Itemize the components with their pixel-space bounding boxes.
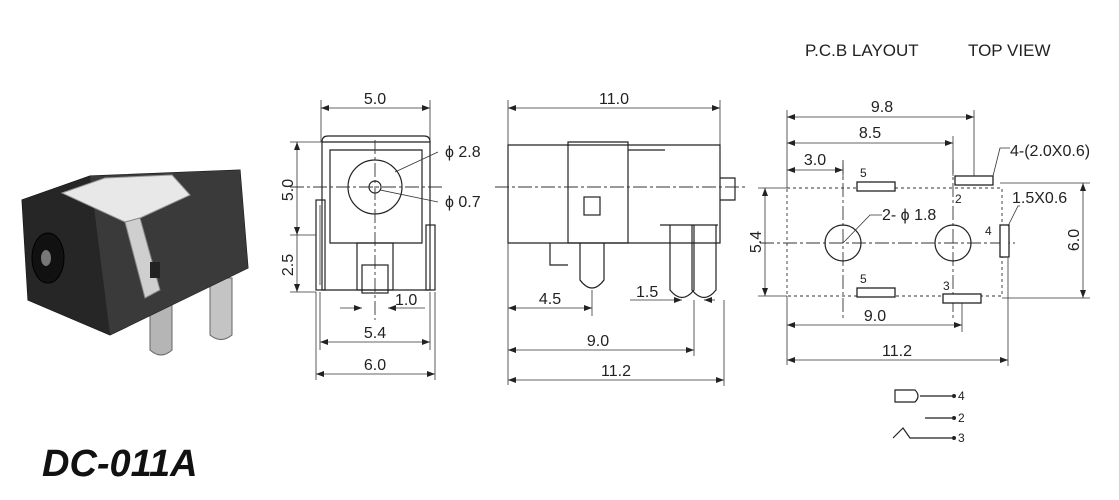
label-hole-outer: ϕ 2.8 (445, 144, 481, 161)
dim-pcb-height-right: 6.0 (1066, 229, 1083, 251)
label-pad-spec: 1.5X0.6 (1012, 190, 1067, 207)
pcb-slot-5-bottom (856, 287, 896, 298)
product-illustration (21, 169, 249, 356)
heading-top-view: TOP VIEW (968, 41, 1051, 60)
pcb-layout: P.C.B LAYOUT TOP VIEW 5 2 4 5 3 9.8 8.5 (748, 41, 1090, 366)
dim-front-width-top: 5.0 (364, 91, 386, 108)
socket-center-pin (41, 250, 51, 266)
pin-label-5-top: 5 (860, 166, 867, 180)
pin-label-2: 2 (955, 192, 962, 206)
schematic-pin-3: 3 (958, 431, 965, 445)
pcb-slot-5-top (856, 181, 896, 192)
dim-pcb-3-0: 3.0 (804, 152, 826, 169)
dim-front-total-width: 6.0 (364, 357, 386, 374)
dim-front-pin-width: 1.0 (395, 292, 417, 309)
schematic-symbol: 4 2 3 (892, 389, 965, 445)
dim-pcb-8-5: 8.5 (859, 125, 881, 142)
heading-pcb-layout: P.C.B LAYOUT (805, 41, 919, 60)
dim-side-pin-gap: 1.5 (636, 284, 658, 301)
dim-side-pin-span: 9.0 (587, 333, 609, 350)
pin-label-3: 3 (943, 279, 950, 293)
pcb-hole-2 (934, 224, 972, 262)
jack-body-front (22, 176, 110, 335)
dim-side-pin-offset: 4.5 (539, 291, 561, 308)
label-hole-spec: 2- ϕ 1.8 (882, 207, 936, 224)
schematic-pin-2: 2 (958, 411, 965, 425)
label-hole-inner: ϕ 0.7 (445, 194, 481, 211)
dim-pcb-9-8: 9.8 (871, 99, 893, 116)
dim-front-pin-height: 2.5 (280, 254, 297, 276)
side-body-outline (507, 144, 721, 244)
dim-front-height: 5.0 (280, 179, 297, 201)
dim-side-length-top: 11.0 (599, 91, 629, 108)
pin-label-5-bottom: 5 (860, 272, 867, 286)
schematic-pin-4: 4 (958, 389, 965, 403)
pcb-pad-4 (999, 224, 1010, 258)
side-pin (209, 277, 233, 340)
dim-side-total-length: 11.2 (601, 363, 631, 380)
pcb-slot-3 (942, 293, 982, 304)
front-view: 5.0 ϕ 2.8 ϕ 0.7 5.0 2.5 (280, 91, 481, 380)
pin-label-4: 4 (985, 224, 992, 238)
dim-pcb-9-0: 9.0 (864, 308, 886, 325)
dim-front-pin-span: 5.4 (364, 325, 386, 342)
label-slot-spec: 4-(2.0X0.6) (1010, 143, 1090, 160)
dim-pcb-height-left: 5.4 (748, 231, 765, 253)
clip-slot (150, 262, 160, 278)
pcb-slot-2 (954, 175, 994, 186)
pcb-outline (786, 187, 1003, 297)
model-name: DC-011A (42, 443, 198, 485)
side-view: 11.0 4.5 1.5 9.0 11.2 (495, 91, 745, 386)
dim-pcb-11-2: 11.2 (882, 343, 912, 360)
front-body-outline (321, 141, 431, 291)
pcb-hole-1 (824, 224, 862, 262)
